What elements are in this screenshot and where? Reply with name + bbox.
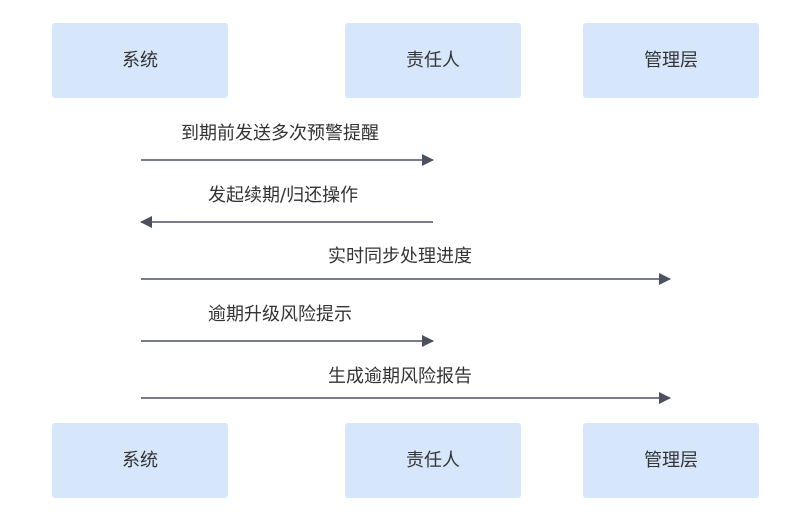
message-label-5: 生成逾期风险报告 bbox=[328, 366, 472, 387]
actor-bottom-owner: 责任人 bbox=[345, 423, 521, 498]
actor-top-owner: 责任人 bbox=[345, 23, 521, 98]
message-label-4: 逾期升级风险提示 bbox=[208, 304, 352, 325]
message-label-2: 发起续期/归还操作 bbox=[208, 185, 359, 206]
message-label-3: 实时同步处理进度 bbox=[328, 246, 472, 267]
message-label-1: 到期前发送多次预警提醒 bbox=[181, 123, 379, 144]
actor-bottom-system: 系统 bbox=[52, 423, 228, 498]
actor-bottom-management: 管理层 bbox=[583, 423, 759, 498]
actor-top-system: 系统 bbox=[52, 23, 228, 98]
actor-top-management: 管理层 bbox=[583, 23, 759, 98]
